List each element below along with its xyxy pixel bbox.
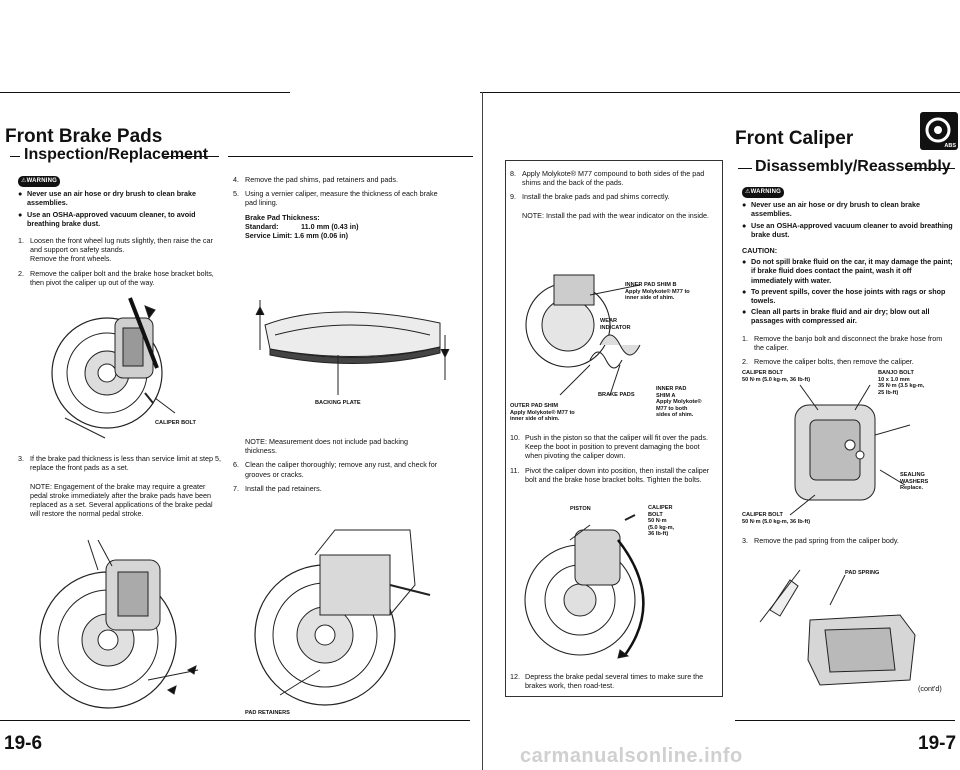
step-text: Push in the piston so that the caliper w…: [525, 433, 708, 461]
subtitle-rule-right-a: [738, 168, 752, 169]
caliper-exploded-figure: [789, 384, 911, 516]
step-text: Loosen the front wheel lug nuts slightly…: [30, 236, 213, 255]
step-text: Remove the pad spring from the caliper b…: [754, 536, 899, 545]
page-title-left: Front Brake Pads: [5, 126, 163, 147]
backing-plate-label: BACKING PLATE: [315, 400, 361, 406]
page-number-left: 19-6: [4, 733, 43, 754]
left-step-3: 3.If the brake pad thickness is less tha…: [18, 454, 221, 519]
top-rule-right: [480, 92, 960, 93]
brake-assembly-figure: [39, 539, 199, 709]
subtitle-rule-left-b: [164, 156, 219, 157]
caliper-pivot-figure: [51, 297, 176, 439]
warning-item: Never use an air hose or dry brush to cl…: [751, 200, 920, 219]
step-text: Depress the brake pedal several times to…: [525, 672, 704, 691]
right-column-1-bottom: 12.Depress the brake pedal several times…: [510, 672, 718, 695]
caliper-bolt-label: CALIPER BOLT: [155, 420, 196, 426]
step-text: Clean the caliper thoroughly; remove any…: [245, 460, 438, 479]
step-text: Pivot the caliper down into position, th…: [525, 465, 710, 484]
brake-pad-figure: [255, 300, 450, 395]
contd-label: (cont'd): [918, 684, 942, 693]
caution-item: Clean all parts in brake fluid and air d…: [751, 307, 930, 326]
caliper-bolt-torque-label: CALIPER BOLT 50 N·m (5.0 kg-m, 36 lb-ft): [648, 505, 675, 538]
caliper-bolt-bottom-label: CALIPER BOLT 50 N·m (5.0 kg-m, 36 lb-ft): [742, 512, 811, 525]
right-frame: [505, 160, 723, 697]
pad-retainers-label: PAD RETAINERS: [245, 710, 290, 716]
bottom-rule-right: [735, 720, 955, 721]
abs-label: ABS: [944, 143, 956, 149]
banjo-bolt-label: BANJO BOLT 10 x 1.0 mm 35 N·m (3.5 kg-m,…: [878, 370, 925, 396]
step-text: If the brake pad thickness is less than …: [30, 454, 221, 473]
left-column-1: ⚠WARNING ●Never use an air hose or dry b…: [18, 175, 223, 292]
inner-pad-shim-a-label: INNER PAD SHIM A Apply Molykote® M77 to …: [656, 386, 702, 419]
warning-item: Use an OSHA-approved vacuum cleaner to a…: [751, 220, 953, 239]
warning-item: Never use an air hose or dry brush to cl…: [27, 189, 196, 208]
outer-pad-shim-label: OUTER PAD SHIM Apply Molykote® M77 to in…: [510, 403, 575, 423]
gutter-line: [482, 92, 483, 770]
caliper-bolt-top-label: CALIPER BOLT 50 N·m (5.0 kg-m, 36 lb-ft): [742, 370, 811, 383]
subtitle-rule-left-a: [10, 156, 20, 157]
subtitle-rule-right-b: [905, 168, 955, 169]
brake-disc-icon: [925, 117, 951, 143]
bottom-rule-left: [0, 720, 470, 721]
step-text: Apply Molykote® M77 compound to both sid…: [522, 169, 705, 188]
warning-badge: ⚠WARNING: [18, 176, 60, 188]
left-column-2-lower: NOTE: Measurement does not include pad b…: [233, 437, 438, 493]
piston-figure: [524, 514, 645, 659]
sealing-washers-label: SEALING WASHERS Replace.: [900, 472, 929, 492]
step-text: Remove the front wheels.: [30, 254, 112, 264]
step-note: NOTE: Engagement of the brake may requir…: [30, 481, 213, 519]
brake-pads-label: BRAKE PADS: [598, 392, 635, 398]
top-rule-left: [0, 92, 290, 93]
caution-item: To prevent spills, cover the hose joints…: [751, 286, 946, 306]
caution-item: Do not spill brake fluid on the car, it …: [751, 257, 953, 285]
step-text: Using a vernier caliper, measure the thi…: [245, 189, 438, 208]
step-text: Remove the caliper bolts, then remove th…: [754, 357, 914, 367]
inner-pad-shim-b-label: INNER PAD SHIM B Apply Molykote® M77 to …: [625, 282, 690, 302]
step-note: NOTE: Install the pad with the wear indi…: [522, 210, 709, 220]
subtitle-rule-left-c: [228, 156, 473, 157]
left-column-2: 4.Remove the pad shims, pad retainers an…: [233, 175, 438, 241]
warning-item: Use an OSHA-approved vacuum cleaner, to …: [27, 209, 196, 228]
page-number-right: 19-7: [918, 733, 957, 754]
warning-icon: ⚠: [21, 178, 27, 184]
pad-spring-label: PAD SPRING: [845, 570, 880, 576]
pads-shims-figure: [525, 274, 641, 396]
step-text: Install the brake pads and pad shims cor…: [522, 192, 670, 202]
pad-spring-figure: [759, 569, 916, 686]
section-subtitle-right: Disassembly/Reassembly: [755, 158, 951, 175]
right-column-1: 8.Apply Molykote® M77 compound to both s…: [510, 169, 718, 225]
piston-label: PISTON: [570, 506, 591, 512]
pad-retainers-figure: [254, 529, 431, 706]
step-text: Remove the pad shims, pad retainers and …: [245, 175, 399, 184]
right-column-2: ⚠WARNING ●Never use an air hose or dry b…: [742, 187, 953, 367]
spec-block: Brake Pad Thickness: Standard:11.0 mm (0…: [245, 212, 359, 241]
section-subtitle-left: Inspection/Replacement: [24, 146, 209, 163]
warning-badge: ⚠WARNING: [742, 187, 784, 199]
measure-note: NOTE: Measurement does not include pad b…: [245, 437, 409, 456]
step-text: Remove the banjo bolt and disconnect the…: [754, 333, 943, 352]
abs-badge: ABS: [920, 112, 958, 150]
step-text: Remove the caliper bolt and the brake ho…: [30, 268, 214, 287]
caution-heading: CAUTION:: [742, 246, 778, 256]
warning-icon: ⚠: [745, 189, 751, 195]
right-column-1-mid: 10.Push in the piston so that the calipe…: [510, 433, 718, 489]
page-title-right: Front Caliper: [735, 128, 854, 149]
step-text: Install the pad retainers.: [245, 483, 322, 493]
watermark: carmanualsonline.info: [520, 745, 743, 767]
right-step-3: 3.Remove the pad spring from the caliper…: [742, 536, 954, 550]
